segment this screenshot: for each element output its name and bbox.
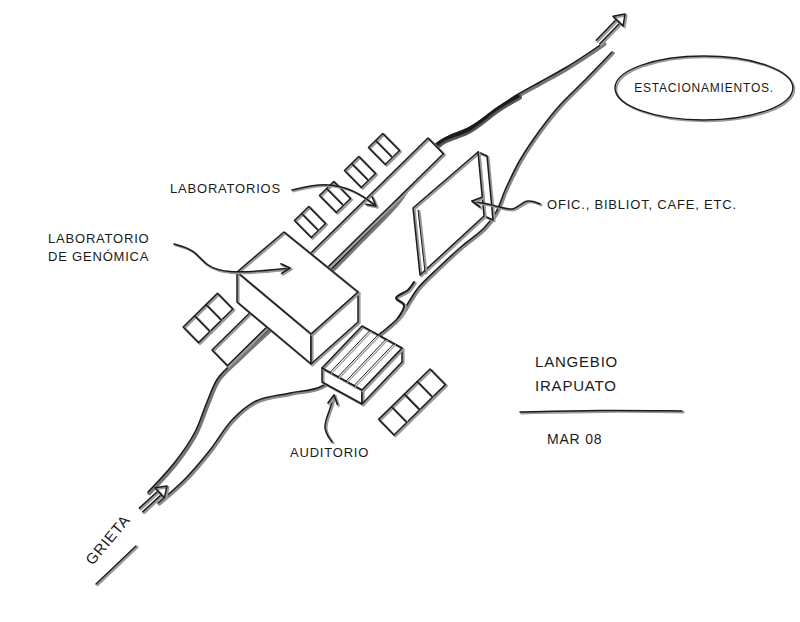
node-text: ESTACIONAMIENTOS. [634,81,774,95]
ladder-block [379,369,446,435]
leader-line [292,185,376,206]
ladder-block [294,206,325,237]
ladder-block-shadow [296,208,327,239]
crack-edge [158,52,612,503]
leader-line-shadow [175,245,291,273]
crack-edge-shadow [159,53,613,504]
ladder-block [183,293,233,342]
office-slab [413,152,484,275]
ladder-rung [302,213,319,230]
roof-hatch-shadow [331,332,371,374]
ellipse-line [615,56,793,120]
ladder-block-shadow [346,158,377,189]
callout-label: OFIC., BIBLIOT, CAFE, ETC. [545,196,739,214]
leader-line [174,244,290,272]
genomics-box-shadow [238,233,359,335]
callout-label: LABORATORIOS [168,180,283,198]
lab-corridor [212,138,443,366]
auditorium-box [322,326,402,390]
crack-shade [396,282,414,318]
ladder-rung [417,382,432,398]
leader-line-shadow [293,186,377,207]
ladder-block-shadow [370,135,401,166]
office-slab [413,152,484,275]
callout-label: AUDITORIO [288,444,371,462]
ladder-block-shadow [380,370,447,436]
ladder-rung [391,407,406,423]
office-slab-shadow [414,153,485,276]
parking-arrow-head [613,14,625,26]
lab-corridor [212,138,443,366]
roof-hatch-shadow [339,336,379,378]
ladder-block [294,206,325,237]
ladder-rung [206,305,221,321]
office-slab-edge-shadow [419,211,426,273]
leader-lines [96,14,683,585]
crack-arrow [139,491,158,508]
ladder-rung [327,188,344,205]
roof-hatch-shadow [347,340,387,382]
date-label: MAR 08 [545,430,604,449]
buildings [183,133,494,436]
ladder-rung [404,394,419,410]
project-title: LANGEBIO IRAPUATO [533,350,632,398]
roof-hatch-shadow [355,345,395,387]
roof-hatch [354,344,394,386]
genomics-box [237,232,358,334]
ladder-block [344,156,375,187]
ladder-block [379,369,446,435]
parking-arrow-shadow [598,21,618,42]
parking-ellipse: ESTACIONAMIENTOS. [612,53,796,123]
office-slab-edge [418,210,425,272]
ladder-rung [376,140,393,157]
arrow-head [366,197,376,206]
lab-corridor-shadow [213,139,444,367]
arrow-head [281,264,290,274]
genomics-box [237,232,358,334]
ladder-block [368,133,399,164]
crack-edge-shadow [149,44,604,493]
crack [148,43,613,504]
parking-arrow [596,19,616,40]
arrow-head [472,197,481,206]
ladder-rung [195,316,210,332]
callout-label: LABORATORIO DE GENÓMICA [46,230,168,265]
ladder-rung [352,163,369,180]
crack-arrow-shadow [141,492,160,509]
crack-label: GRIETA [80,509,136,571]
arrow-head [328,395,337,404]
underline [520,410,682,412]
ladder-block [344,156,375,187]
crack-arrow-head [155,486,167,498]
ladder-block [368,133,399,164]
crack-edge [148,43,603,492]
